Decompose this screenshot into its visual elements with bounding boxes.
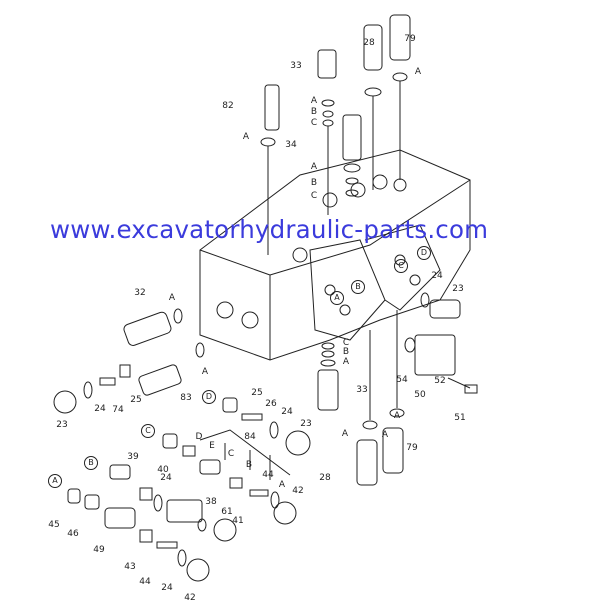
callout-label: 45 <box>48 520 60 530</box>
callout-label: C <box>141 424 155 438</box>
callout-label: 28 <box>363 38 375 48</box>
callout-label: 38 <box>205 497 217 507</box>
callout-label: C <box>310 118 318 128</box>
callout-label: 42 <box>292 486 304 496</box>
callout-label: D <box>195 432 203 442</box>
callout-label: 83 <box>180 393 192 403</box>
callout-label: 23 <box>56 420 68 430</box>
callout-label: D <box>202 390 216 404</box>
callout-label: C <box>310 191 318 201</box>
callout-label: 23 <box>300 419 312 429</box>
callout-label: A <box>393 411 401 421</box>
callout-label: A <box>242 132 250 142</box>
callout-label: A <box>341 429 349 439</box>
callout-label: 49 <box>93 545 105 555</box>
watermark-text: www.excavatorhydraulic-parts.com <box>50 215 489 244</box>
callout-label: 25 <box>130 395 142 405</box>
callout-label: 40 <box>157 465 169 475</box>
callout-label: A <box>201 367 209 377</box>
callout-label: A <box>278 480 286 490</box>
callout-label: 54 <box>396 375 408 385</box>
callout-label: A <box>330 291 344 305</box>
callout-label: 43 <box>124 562 136 572</box>
callout-label: 23 <box>452 284 464 294</box>
callout-label: 42 <box>184 593 196 600</box>
callout-label: 39 <box>127 452 139 462</box>
callout-label: 44 <box>139 577 151 587</box>
callout-label: 44 <box>262 470 274 480</box>
callout-label: B <box>310 178 318 188</box>
callout-label: 61 <box>221 507 233 517</box>
callout-label: 26 <box>265 399 277 409</box>
callout-label: 41 <box>232 516 244 526</box>
callout-label: 84 <box>244 432 256 442</box>
callout-label: B <box>245 460 253 470</box>
callout-label: 24 <box>161 583 173 593</box>
callout-label: D <box>417 246 431 260</box>
callout-label: C <box>227 449 235 459</box>
left-lower-parts <box>53 308 311 582</box>
relief-valves-top <box>260 14 411 255</box>
callout-label: A <box>168 293 176 303</box>
callout-label: 24 <box>431 271 443 281</box>
callout-label: B <box>84 456 98 470</box>
callout-label: 79 <box>406 443 418 453</box>
callout-label: C <box>394 259 408 273</box>
callout-label: 24 <box>160 473 172 483</box>
callout-label: B <box>310 107 318 117</box>
callout-label: 24 <box>94 404 106 414</box>
callout-label: 79 <box>404 34 416 44</box>
callout-label: 82 <box>222 101 234 111</box>
callout-label: 24 <box>281 407 293 417</box>
callout-label: 28 <box>319 473 331 483</box>
right-side-parts <box>317 292 478 486</box>
callout-label: A <box>310 96 318 106</box>
callout-label: A <box>342 357 350 367</box>
callout-label: 32 <box>134 288 146 298</box>
callout-label: A <box>414 67 422 77</box>
callout-label: 50 <box>414 390 426 400</box>
callout-label: B <box>351 280 365 294</box>
callout-label: E <box>209 441 215 451</box>
callout-label: 34 <box>285 140 297 150</box>
callout-label: 33 <box>290 61 302 71</box>
callout-label: A <box>48 474 62 488</box>
callout-label: A <box>381 430 389 440</box>
callout-label: A <box>310 162 318 172</box>
callout-label: B <box>342 347 350 357</box>
callout-label: 25 <box>251 388 263 398</box>
callout-label: 33 <box>356 385 368 395</box>
callout-label: 74 <box>112 405 124 415</box>
callout-label: 52 <box>434 376 446 386</box>
callout-label: C <box>342 338 350 348</box>
callout-label: 46 <box>67 529 79 539</box>
callout-label: 51 <box>454 413 466 423</box>
